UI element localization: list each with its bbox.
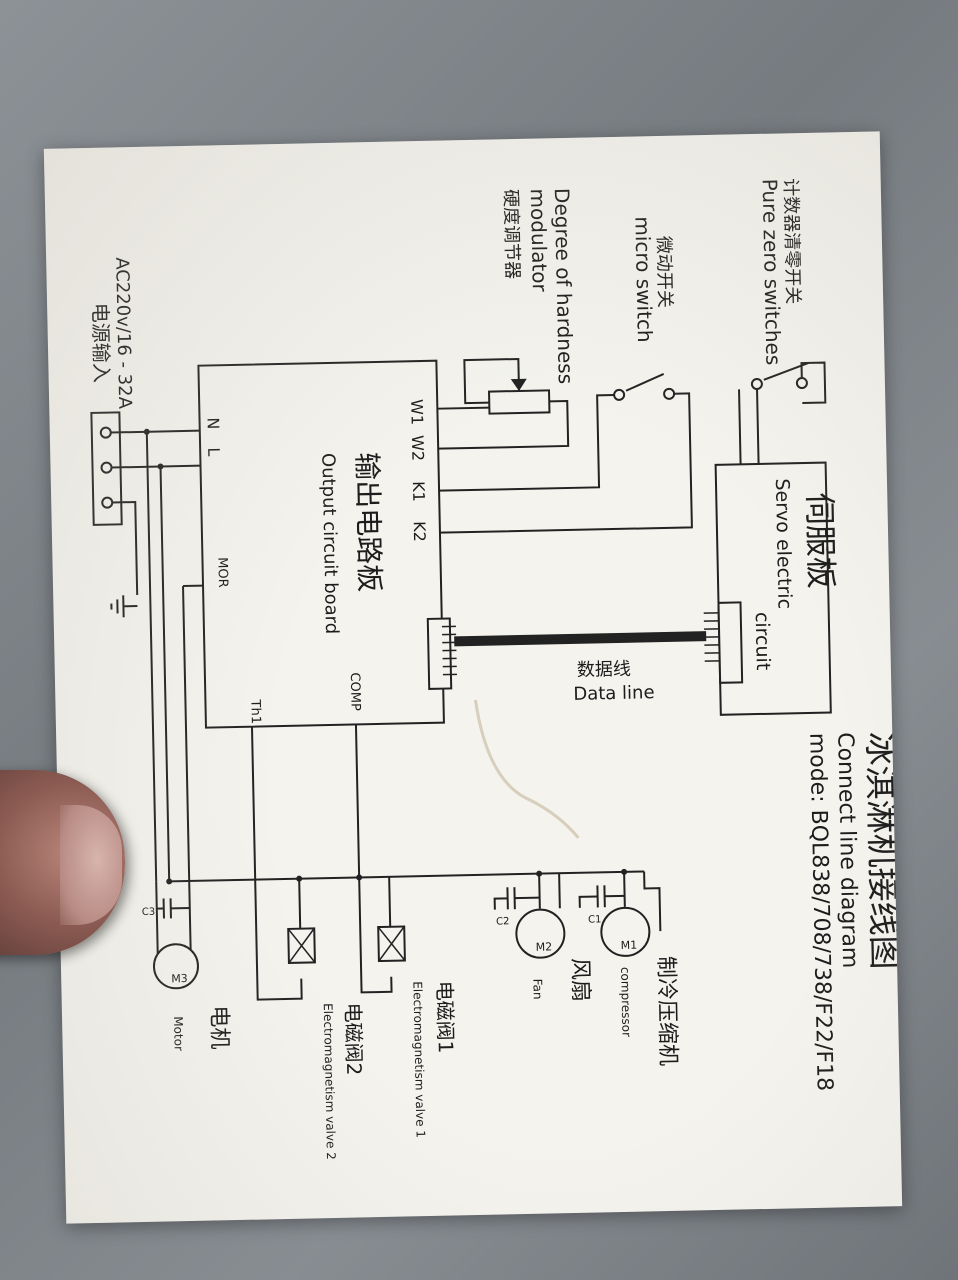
wiring-diagram-sheet: 冰淇淋机接线图 Connect line diagram mode: BQL83… [43, 131, 903, 1224]
ground-icon [110, 595, 138, 618]
compressor-id: M1 [621, 939, 638, 952]
terminal-w1: W1 [407, 399, 427, 425]
output-board-en: Output circuit board [317, 453, 342, 635]
compressor-cn: 制冷压缩机 [653, 956, 680, 1067]
motor-icon [152, 943, 199, 990]
motor-cap-label: C3 [142, 907, 156, 918]
terminal-th1: Th1 [247, 698, 263, 724]
model-text: mode: BQL838/708/738/F22/F18 [804, 733, 837, 1092]
data-line-cn: 数据线 [577, 659, 631, 681]
compressor-en: compressor [618, 967, 633, 1037]
valve2-en: Electromagnetism valve 2 [321, 1003, 338, 1160]
servo-board-en: Servo electric [771, 478, 796, 609]
micro-switch-cn: 微动开关 [653, 236, 676, 308]
servo-board-en2: circuit [751, 612, 774, 671]
title-en: Connect line diagram [832, 732, 862, 969]
fan-cap-label: C2 [496, 916, 510, 927]
valve1-en: Electromagnetism valve 1 [410, 981, 427, 1138]
data-line-en: Data line [573, 682, 655, 705]
pure-zero-cn: 计数器清零开关 [780, 178, 804, 304]
servo-board [714, 461, 832, 716]
output-circuit-board [197, 359, 445, 729]
compressor-cap-label: C1 [588, 914, 602, 925]
hardness-cn: 硬度调节器 [500, 189, 523, 279]
title-block: 冰淇淋机接线图 Connect line diagram mode: BQL83… [804, 731, 902, 1091]
valve1-cn: 电磁阀1 [432, 980, 458, 1053]
compressor-motor-icon [600, 906, 651, 957]
servo-board-cn: 伺服板 [800, 492, 840, 589]
servo-connector [717, 601, 744, 684]
output-board-connector [426, 617, 453, 690]
hardness-en1: Degree of hardness [550, 188, 578, 385]
hardness-en2: modulator [526, 188, 552, 292]
terminal-w2: W2 [408, 435, 428, 461]
terminal-l: L [204, 447, 223, 456]
power-input-cn: 电源输入 [88, 302, 114, 382]
hardness-potentiometer [487, 389, 551, 415]
terminal-k2: K2 [410, 521, 429, 542]
pure-zero-contact-a [795, 377, 808, 390]
motor-en: Motor [171, 1016, 186, 1051]
terminal-comp: COMP [347, 672, 363, 711]
pure-zero-contact-b [750, 377, 763, 390]
valve2-cn: 电磁阀2 [341, 1002, 367, 1075]
fan-en: Fan [530, 979, 544, 1000]
fan-cn: 风扇 [567, 958, 593, 1003]
data-line-cable [454, 631, 707, 647]
output-board-cn: 输出电路板 [350, 452, 386, 593]
micro-switch-lever [625, 373, 665, 392]
micro-switch-contact-b [613, 388, 626, 401]
terminal-mor: MOR [214, 557, 230, 588]
pure-zero-en: Pure zero switches [758, 178, 786, 365]
thumbnail-nail [60, 805, 122, 925]
motor-cn: 电机 [206, 1005, 232, 1050]
terminal-k1: K1 [409, 481, 428, 502]
micro-switch-contact-a [663, 387, 676, 400]
micro-switch-en: micro switch [630, 216, 657, 343]
terminal-n: N [203, 417, 222, 429]
fan-id: M2 [536, 940, 553, 953]
title-cn: 冰淇淋机接线图 [859, 731, 902, 970]
wiring-diagram: 冰淇淋机接线图 Connect line diagram mode: BQL83… [88, 178, 902, 1160]
fan-motor-icon [515, 908, 566, 959]
motor-id: M3 [171, 972, 188, 985]
power-spec: AC220v/16 - 32A [111, 257, 135, 410]
